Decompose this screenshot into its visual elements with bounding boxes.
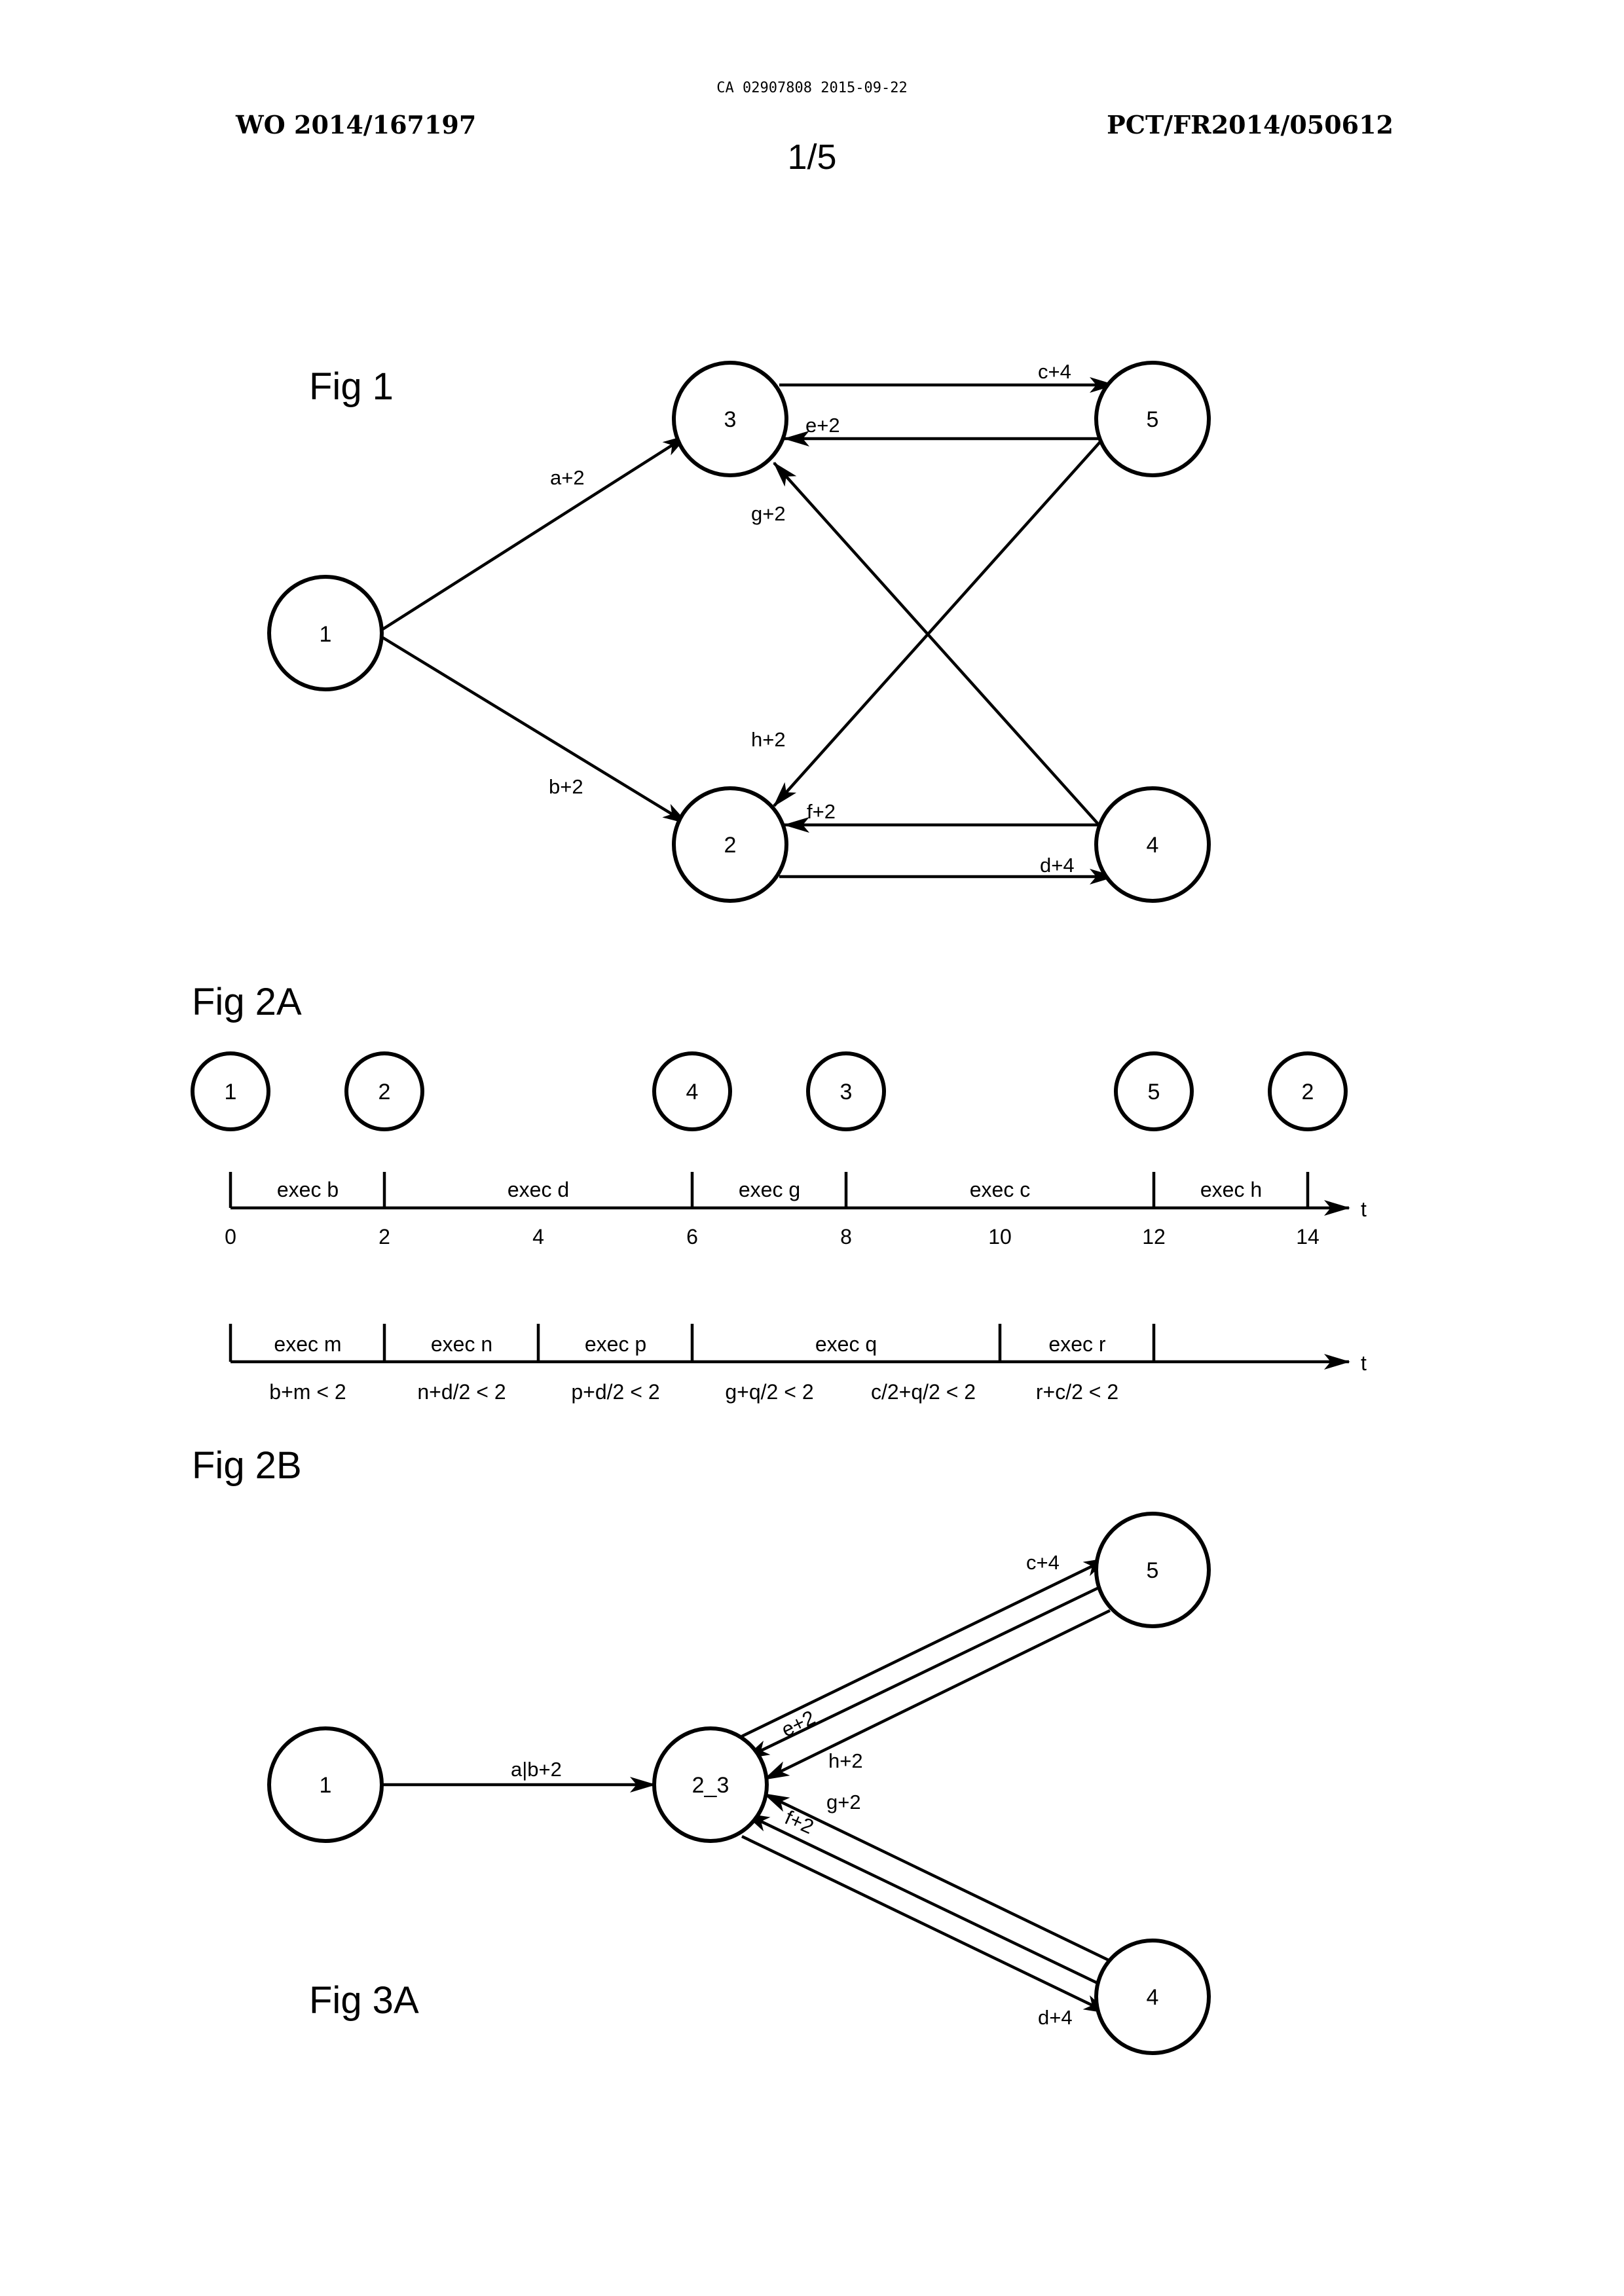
application-number: PCT/FR2014/050612 — [1107, 110, 1393, 139]
fig3a-label-ab: a|b+2 — [511, 1758, 562, 1781]
filing-stamp: CA 02907808 2015-09-22 — [716, 80, 907, 96]
fig1-label-d: d+4 — [1040, 854, 1075, 877]
fig1-node-3-label: 3 — [724, 407, 737, 432]
fig1-label-f: f+2 — [807, 800, 836, 823]
fig2a-node-5-label: 5 — [1148, 1080, 1160, 1104]
figure-3a: a|b+2 c+4 e+2 h+2 g+2 f+2 d+4 1 2_3 5 4 … — [269, 1514, 1209, 2053]
publication-number: WO 2014/167197 — [235, 110, 476, 139]
fig3a-node-2-3-label: 2_3 — [692, 1773, 729, 1798]
fig3a-edge-5-23-h — [764, 1611, 1110, 1779]
fig2b-axis-label: t — [1361, 1351, 1367, 1375]
fig1-edge-1-2 — [382, 637, 688, 824]
fig2b-condition: n+d/2 < 2 — [417, 1380, 506, 1404]
fig1-label: Fig 1 — [309, 365, 394, 408]
fig2a-node-2-label: 2 — [378, 1080, 391, 1104]
fig2a-segment-label: exec b — [277, 1178, 339, 1201]
fig2b-condition: b+m < 2 — [269, 1380, 346, 1404]
fig2a-node-4-label: 3 — [840, 1080, 853, 1104]
fig1-node-2-label: 2 — [724, 833, 737, 858]
fig2a-segment-label: exec g — [739, 1178, 800, 1201]
fig1-label-c: c+4 — [1038, 360, 1071, 383]
fig1-label-a: a+2 — [550, 466, 585, 489]
fig3a-node-4-label: 4 — [1147, 1985, 1159, 2010]
fig3a-label-h: h+2 — [828, 1749, 863, 1772]
fig1-edge-5-2 — [774, 442, 1100, 806]
fig1-edge-1-3 — [382, 435, 688, 630]
fig3a-label-d: d+4 — [1038, 2006, 1073, 2029]
fig3a-edge-23-4 — [742, 1836, 1109, 2013]
fig2a-tick-label: 0 — [225, 1225, 236, 1248]
fig1-node-1-label: 1 — [320, 622, 332, 647]
fig2b-segment-label: exec m — [274, 1332, 341, 1356]
fig2a-tick-label: 12 — [1142, 1225, 1166, 1248]
fig2a-tick-label: 6 — [686, 1225, 698, 1248]
fig1-label-b: b+2 — [549, 775, 583, 798]
figure-1: Fig 1 a+2 b+2 c+4 e+2 g+2 h+2 f+2 d+4 1 … — [269, 360, 1209, 901]
fig1-node-4-label: 4 — [1147, 833, 1159, 858]
fig3a-node-5-label: 5 — [1147, 1558, 1159, 1583]
fig2b-condition: c/2+q/2 < 2 — [871, 1380, 976, 1404]
fig2a-node-3-label: 4 — [686, 1080, 699, 1104]
fig2a-tick-label: 4 — [532, 1225, 544, 1248]
fig2a-axis-label: t — [1361, 1197, 1367, 1221]
fig1-node-5-label: 5 — [1147, 407, 1159, 432]
fig2a-segment-label: exec h — [1200, 1178, 1262, 1201]
figure-2a: Fig 2A 1 2 4 3 5 2 t exec b exec d exec … — [192, 981, 1367, 1248]
fig1-label-e: e+2 — [805, 414, 840, 437]
fig1-label-g: g+2 — [751, 502, 786, 525]
fig2a-node-1-label: 1 — [225, 1080, 237, 1104]
fig2b-segment-label: exec q — [815, 1332, 877, 1356]
page-number: 1/5 — [787, 137, 836, 177]
fig3a-label: Fig 3A — [309, 1979, 419, 2022]
fig1-edge-4-3 — [774, 463, 1100, 826]
fig2a-tick-label: 14 — [1296, 1225, 1320, 1248]
fig3a-edge-23-5 — [742, 1558, 1109, 1736]
fig2a-tick-label: 2 — [378, 1225, 390, 1248]
fig2a-tick-label: 10 — [988, 1225, 1012, 1248]
fig2a-label: Fig 2A — [192, 981, 302, 1023]
fig2b-condition: r+c/2 < 2 — [1036, 1380, 1118, 1404]
fig2b-segment-label: exec p — [585, 1332, 646, 1356]
fig2a-node-6-label: 2 — [1302, 1080, 1314, 1104]
fig1-label-h: h+2 — [751, 728, 786, 751]
fig3a-label-c: c+4 — [1026, 1551, 1060, 1574]
fig2b-label: Fig 2B — [192, 1444, 302, 1487]
fig2a-segment-label: exec d — [507, 1178, 569, 1201]
fig2b-condition: p+d/2 < 2 — [571, 1380, 659, 1404]
fig2a-segment-label: exec c — [970, 1178, 1030, 1201]
fig2a-tick-label: 8 — [840, 1225, 852, 1248]
fig3a-label-e: e+2 — [778, 1706, 819, 1742]
fig2b-segment-label: exec n — [431, 1332, 492, 1356]
fig2b-condition: g+q/2 < 2 — [725, 1380, 813, 1404]
fig2b-segment-label: exec r — [1048, 1332, 1105, 1356]
figure-2b: t exec m exec n exec p exec q exec r b+m… — [192, 1324, 1367, 1487]
fig3a-node-1-label: 1 — [320, 1773, 332, 1798]
fig3a-label-g: g+2 — [826, 1791, 861, 1813]
fig3a-edge-4-23-f — [745, 1813, 1099, 1984]
